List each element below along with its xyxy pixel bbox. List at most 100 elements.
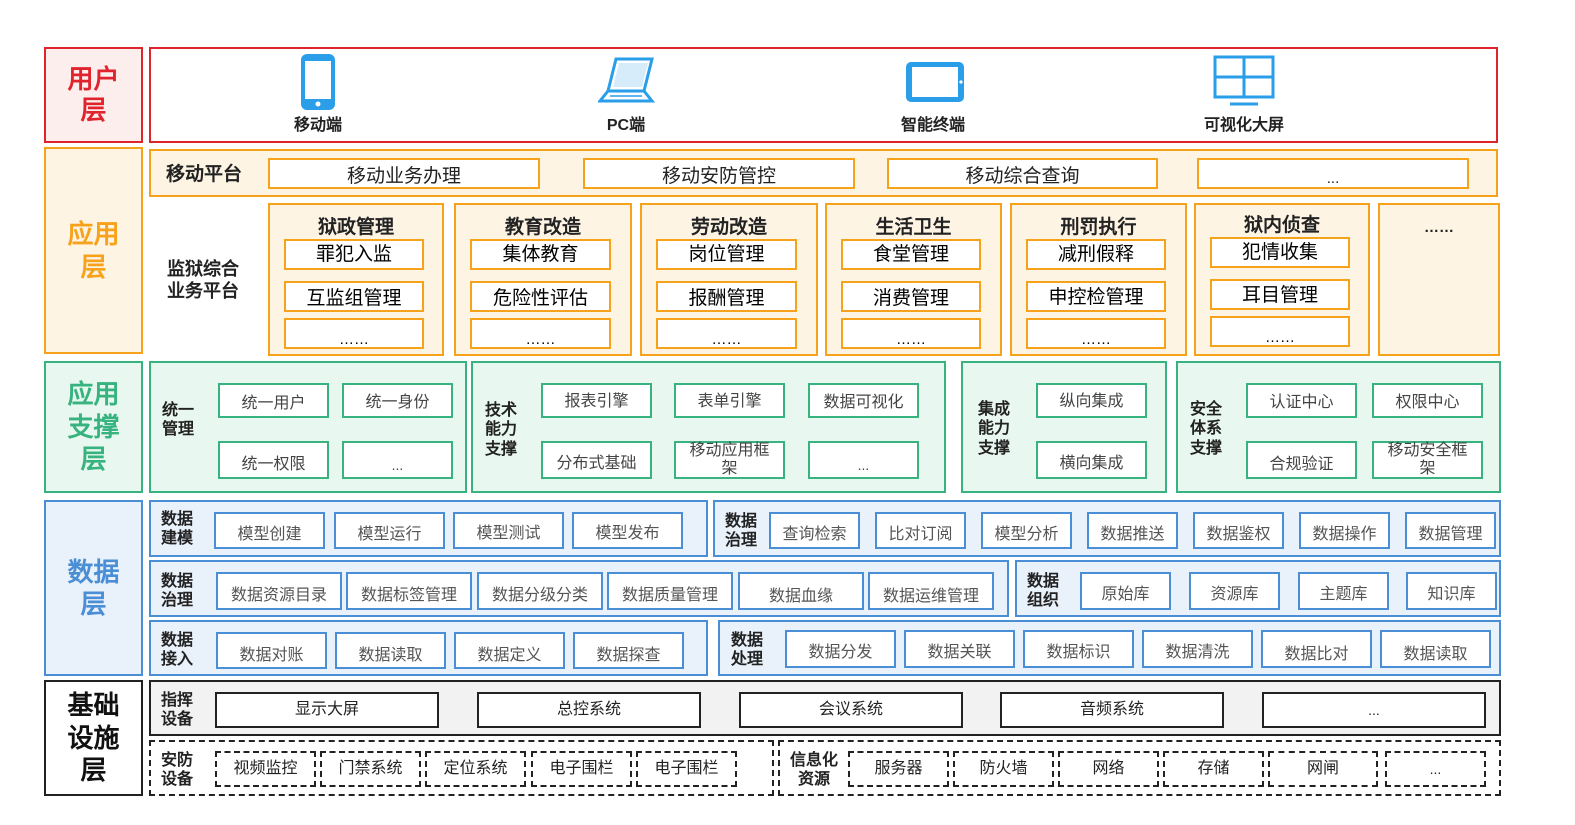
data-item: 比对订阅 [875,512,966,549]
data-item: 模型运行 [334,512,445,549]
support-layer-text: 应用支撑层 [67,379,120,475]
support-item: 报表引擎 [541,383,652,418]
data-item: 查询检索 [769,512,860,549]
data-item: 数据读取 [335,632,446,669]
module-item: 报酬管理 [656,281,797,312]
data-item: 数据操作 [1299,512,1390,549]
infra-item: 网络 [1058,751,1159,787]
support-item: 统一身份 [342,383,453,418]
module-item: …… [470,318,611,349]
module-item: 申控检管理 [1026,281,1166,312]
infra-item: 服务器 [848,751,949,787]
support-item: 数据可视化 [808,383,919,418]
data-item: 数据运维管理 [868,572,994,610]
data-item: 模型发布 [572,512,683,549]
data-item: 模型创建 [214,512,325,549]
module-item: 岗位管理 [656,239,797,270]
infra-layer-text: 基础设施层 [67,690,120,786]
app-layer-label: 应用层 [44,147,143,354]
module-item: 危险性评估 [470,281,611,312]
device-label-bigscreen: 可视化大屏 [1203,117,1284,135]
infra-item: ... [1385,751,1486,787]
data-item: 主题库 [1298,572,1389,610]
infra-item: 定位系统 [425,751,526,787]
mobile-item-query: 移动综合查询 [887,158,1158,189]
module-item: …… [1210,316,1350,347]
device-label-terminal: 智能终端 [900,117,965,135]
mobile-item-more: ... [1197,158,1469,189]
data-group-title: 数据组织 [1026,572,1059,609]
data-item: 数据管理 [1405,512,1496,549]
module-item: …… [656,318,797,349]
module-title: 狱政管理 [317,216,394,238]
data-item: 数据定义 [454,632,565,669]
module-item: 集体教育 [470,239,611,270]
infra-group-title: 指挥设备 [160,691,193,728]
mobile-platform-title: 移动平台 [165,163,242,185]
infra-item: 视频监控 [215,751,316,787]
data-item: 数据探查 [573,632,684,669]
data-group-title: 数据接入 [160,631,193,668]
data-item: 数据关联 [904,630,1015,668]
infra-item: 会议系统 [739,692,963,728]
support-item: 横向集成 [1036,441,1147,479]
data-item: 数据标识 [1023,630,1134,668]
data-item: 数据对账 [216,632,327,669]
support-item: 统一用户 [218,383,329,418]
data-item: 数据比对 [1261,630,1372,668]
support-group-title: 集成能力支撑 [977,401,1010,457]
data-group-title: 数据处理 [730,631,763,668]
support-item: ... [342,441,453,479]
module-title: 狱内侦查 [1243,214,1320,236]
support-item: 纵向集成 [1036,383,1147,418]
mobile-item-security: 移动安防管控 [583,158,855,189]
infra-item: 电子围栏 [636,751,737,787]
infra-group-title: 安防设备 [160,751,193,788]
infra-item: 总控系统 [477,692,701,728]
module-more [1378,203,1500,356]
data-item: 知识库 [1406,572,1497,610]
data-item: 模型测试 [453,512,564,549]
data-layer-label: 数据层 [44,500,143,676]
tablet-icon [906,62,964,102]
module-title: 生活卫生 [875,216,952,238]
module-item: 食堂管理 [841,239,981,270]
user-layer-text: 用户层 [67,63,120,125]
module-title: 劳动改造 [690,216,767,238]
module-item: 消费管理 [841,281,981,312]
module-item: 罪犯入监 [284,239,424,270]
support-item: 统一权限 [218,441,329,479]
module-title: 教育改造 [504,216,581,238]
data-item: 数据分发 [785,630,896,668]
data-item: 数据分级分类 [477,572,603,610]
infra-item: ... [1262,692,1486,728]
module-item: …… [1026,318,1166,349]
infra-item: 存储 [1163,751,1264,787]
data-group-title: 数据建模 [160,510,193,547]
module-item: 耳目管理 [1210,279,1350,310]
data-group-title: 数据治理 [724,512,757,549]
support-item: 合规验证 [1246,441,1357,479]
laptop-icon [598,57,656,103]
prison-platform-title: 监狱综合业务平台 [167,259,239,301]
data-item: 模型分析 [981,512,1072,549]
data-item: 数据血缘 [738,572,864,610]
device-label-mobile: 移动端 [293,117,342,135]
user-layer-label: 用户层 [44,47,143,143]
support-item: 移动安全框架 [1372,441,1483,479]
data-item: 数据推送 [1087,512,1178,549]
data-item: 数据鉴权 [1193,512,1284,549]
module-more-text: …… [1424,219,1454,236]
module-title: 刑罚执行 [1060,216,1137,238]
support-item: 权限中心 [1372,383,1483,418]
infra-item: 网闸 [1268,751,1378,787]
infra-item: 防火墙 [953,751,1054,787]
module-item: 犯情收集 [1210,237,1350,268]
infra-item: 门禁系统 [320,751,421,787]
infra-item: 显示大屏 [215,692,439,728]
data-item: 数据资源目录 [216,572,342,610]
support-group-title: 技术能力支撑 [484,402,517,458]
infra-layer-label: 基础设施层 [44,680,143,796]
infra-item: 音频系统 [1000,692,1224,728]
module-item: 互监组管理 [284,281,424,312]
